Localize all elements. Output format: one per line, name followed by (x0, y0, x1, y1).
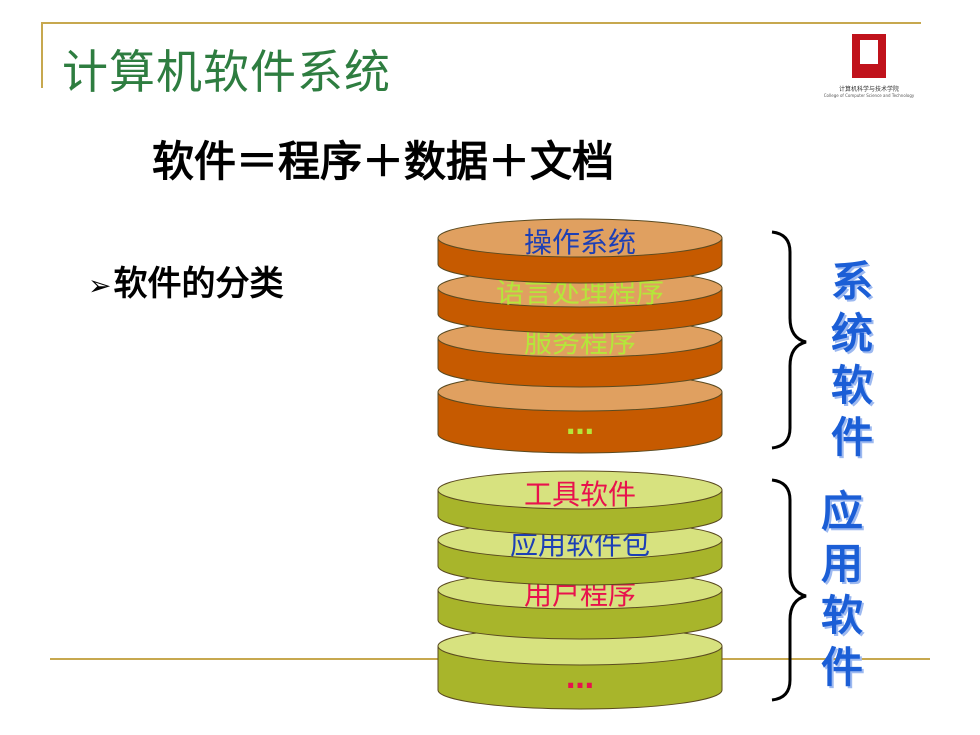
application-software-label: 应 用 软 件 (812, 486, 872, 694)
system-stack-layer: 操作系统 (437, 218, 723, 284)
application-stack-layer-top (437, 470, 723, 510)
application-brace-icon (771, 478, 807, 702)
application-stack-layer-label: 工具软件 (524, 478, 636, 511)
system-stack-layer-label: … (566, 408, 594, 441)
application-label-char: 件 (820, 643, 863, 692)
system-stack-layer-label: 操作系统 (524, 226, 636, 259)
system-label-char: 统 (830, 309, 873, 358)
system-label-char: 件 (830, 413, 873, 462)
system-software-label: 系 统 软 件 (822, 256, 882, 464)
logo-english-name: College of Computer Science and Technolo… (823, 93, 915, 98)
slide-title: 计算机软件系统 (62, 45, 391, 99)
bullet-software-classification: ➢软件的分类 (88, 256, 283, 305)
college-logo-icon (852, 34, 886, 78)
system-brace-icon (771, 230, 807, 450)
system-stack-layer-top (437, 218, 723, 258)
bullet-arrow-icon: ➢ (88, 269, 112, 302)
system-label-char: 系 (830, 257, 873, 306)
application-label-char: 软 (820, 591, 863, 640)
frame-left-rule (41, 22, 43, 88)
application-label-char: 应 (820, 487, 863, 536)
application-label-char: 用 (820, 539, 863, 588)
application-stack-layer-label: … (566, 662, 594, 695)
system-label-char: 软 (830, 361, 873, 410)
frame-top-rule (41, 22, 921, 24)
bullet-text: 软件的分类 (113, 264, 284, 304)
logo-name: 计算机科学与技术学院 (838, 86, 899, 93)
software-formula: 软件＝程序＋数据＋文档 (152, 137, 615, 186)
application-stack-layer: 工具软件 (437, 470, 723, 536)
